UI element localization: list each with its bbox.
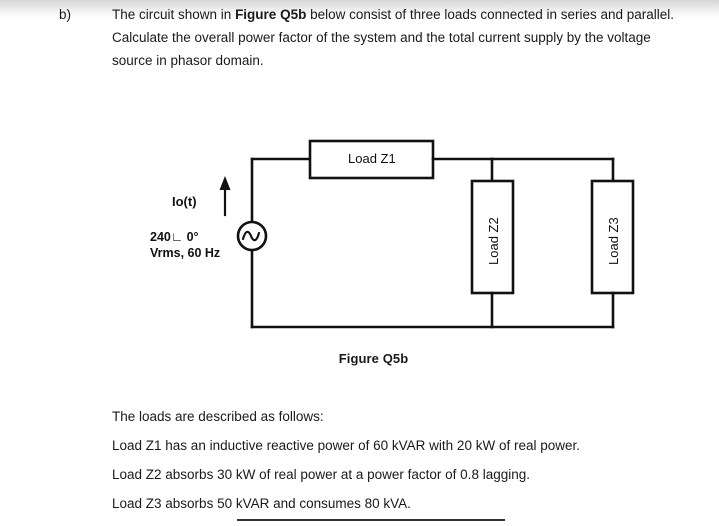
circuit-diagram: Io(t) 240∟ 0° Vrms, 60 Hz Load Z1 Load Z…	[0, 139, 719, 366]
source-voltage-label: 240∟ 0°	[150, 230, 199, 244]
current-label: Io(t)	[172, 194, 197, 209]
load-z3-label: Load Z3	[606, 217, 621, 265]
question-text: The circuit shown in Figure Q5b below co…	[112, 3, 678, 72]
description-load-z3: Load Z3 absorbs 50 kVAR and consumes 80 …	[112, 496, 411, 511]
load-z2-label: Load Z2	[486, 217, 501, 265]
bottom-horizontal-rule	[237, 519, 505, 521]
description-load-z2: Load Z2 absorbs 30 kW of real power at a…	[112, 467, 530, 482]
question-text-part1: The circuit shown in	[112, 7, 236, 22]
question-text-part2: below consist of three loads connected i…	[112, 7, 675, 68]
load-description-block: The loads are described as follows: Load…	[112, 409, 692, 525]
circuit-schematic-svg	[219, 139, 635, 329]
question-label: b)	[59, 7, 72, 22]
load-z1-label: Load Z1	[348, 151, 396, 166]
figure-caption-text: Figure Q5b	[338, 351, 409, 366]
figure-reference: Figure Q5b	[235, 7, 307, 22]
description-intro: The loads are described as follows:	[112, 409, 324, 424]
description-load-z1: Load Z1 has an inductive reactive power …	[112, 438, 580, 453]
load-z1-box	[308, 139, 435, 180]
current-arrow-head	[219, 176, 231, 190]
source-frequency-label: Vrms, 60 Hz	[150, 246, 221, 260]
figure-caption: Figure Q5b	[0, 351, 719, 366]
ac-source-sine	[241, 230, 261, 242]
